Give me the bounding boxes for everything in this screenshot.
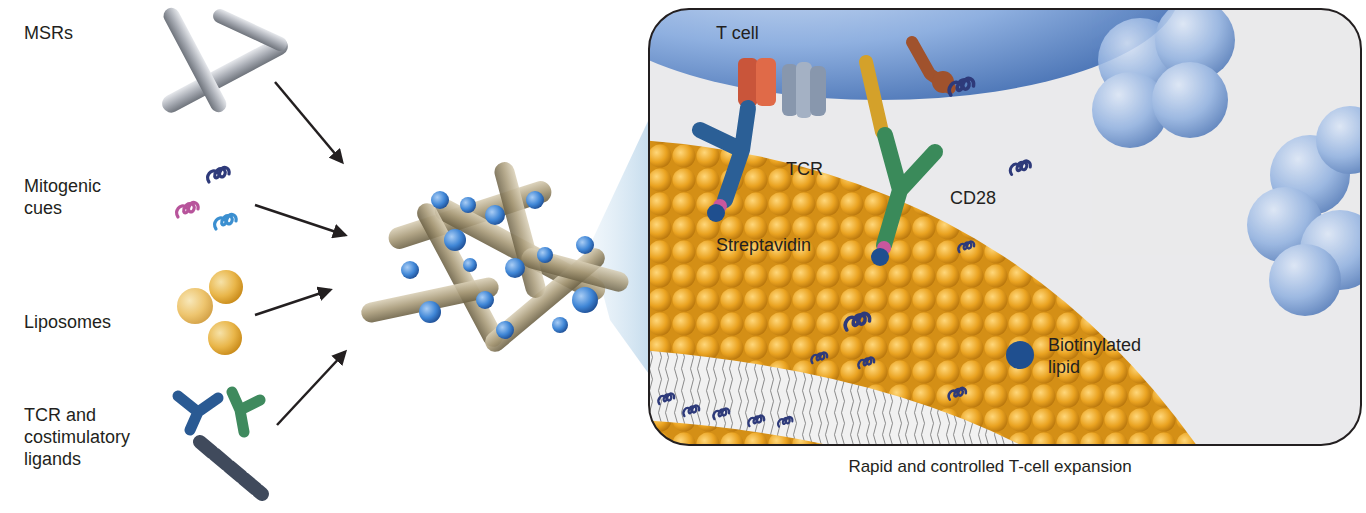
arrows (255, 82, 345, 425)
part-label: Streptavidin (716, 234, 846, 256)
part-label: CD28 (950, 187, 1020, 209)
part-label: Liposomes (24, 311, 144, 333)
part-label: TCR (786, 158, 846, 180)
part-label: Mitogenic cues (24, 175, 124, 219)
part-label: T cell (716, 22, 796, 44)
caption: Rapid and controlled T-cell expansion (760, 456, 1220, 478)
scaffold (359, 160, 630, 356)
part-label: Biotinylated lipid (1048, 334, 1148, 378)
liposomes (177, 270, 243, 355)
part-label: TCR and costimulatory ligands (24, 404, 144, 470)
cytokines (177, 167, 236, 229)
msr-rods (159, 5, 291, 116)
panel-border (649, 9, 1361, 445)
panel-contents (649, 9, 1361, 445)
antibodies (178, 392, 262, 494)
part-label: MSRs (24, 22, 144, 44)
